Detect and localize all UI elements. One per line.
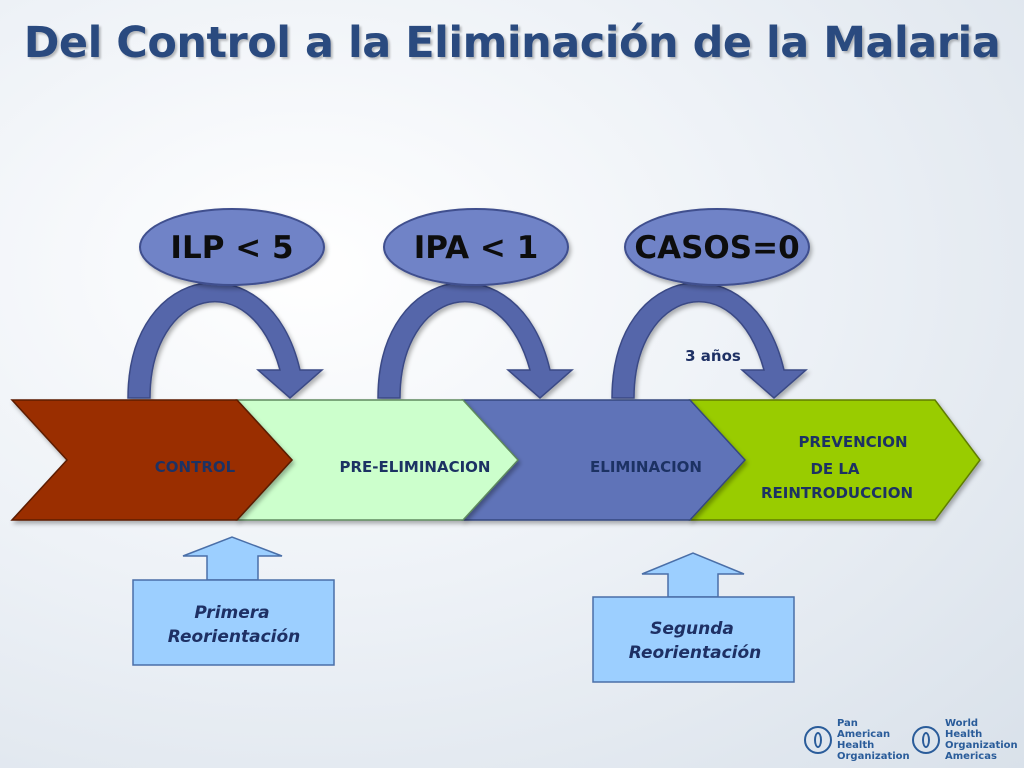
stage-eliminacion: ELIMINACION [461,399,747,521]
stage-control: CONTROL [10,399,294,521]
who-name: World Health Organization Americas [945,718,1018,762]
curved-arrow-1 [127,282,324,399]
indicator-label-casos: CASOS=0 [634,230,799,266]
who-logo: World Health Organization Americas [912,718,1018,762]
stage-label-eliminacion: ELIMINACION [590,458,702,476]
slide-title: Del Control a la Eliminación de la Malar… [23,18,1001,68]
first-reorientation-line-1: Primera [194,603,269,623]
indicator-oval-ipa: IPA < 1 [383,208,569,286]
first-reorientation: Primera Reorientación [132,536,335,666]
second-reorientation-line-1: Segunda [650,619,734,639]
paho-name: Pan American Health Organization [837,718,910,762]
first-reorientation-line-2: Reorientación [168,627,301,647]
stage-label-pre-eliminacion: PRE-ELIMINACION [340,458,491,476]
second-reorientation: Segunda Reorientación [592,552,795,683]
paho-logo: Pan American Health Organization [804,718,910,762]
stage-label-control: CONTROL [155,458,236,476]
second-reorientation-line-2: Reorientación [629,643,762,663]
indicator-oval-ilp: ILP < 5 [139,208,325,286]
curved-arrow-2 [377,282,574,399]
stage-label-prevencion-2: DE LA [810,460,859,478]
stage-label-prevencion-1: PREVENCION [798,433,907,451]
stage-pre-eliminacion: PRE-ELIMINACION [235,399,520,521]
indicator-label-ilp: ILP < 5 [170,230,293,266]
curved-arrow-3 [611,282,808,399]
stage-label-prevencion-3: REINTRODUCCION [761,484,913,502]
logos: Pan American Health Organization World H… [804,718,1018,762]
who-emblem-icon [912,726,940,754]
indicator-label-ipa: IPA < 1 [414,230,539,266]
stage-prevencion: PREVENCION DE LA REINTRODUCCION [688,399,981,521]
paho-globe-icon [804,726,832,754]
indicator-oval-casos: CASOS=0 [624,208,810,286]
duration-note: 3 años [685,347,741,365]
